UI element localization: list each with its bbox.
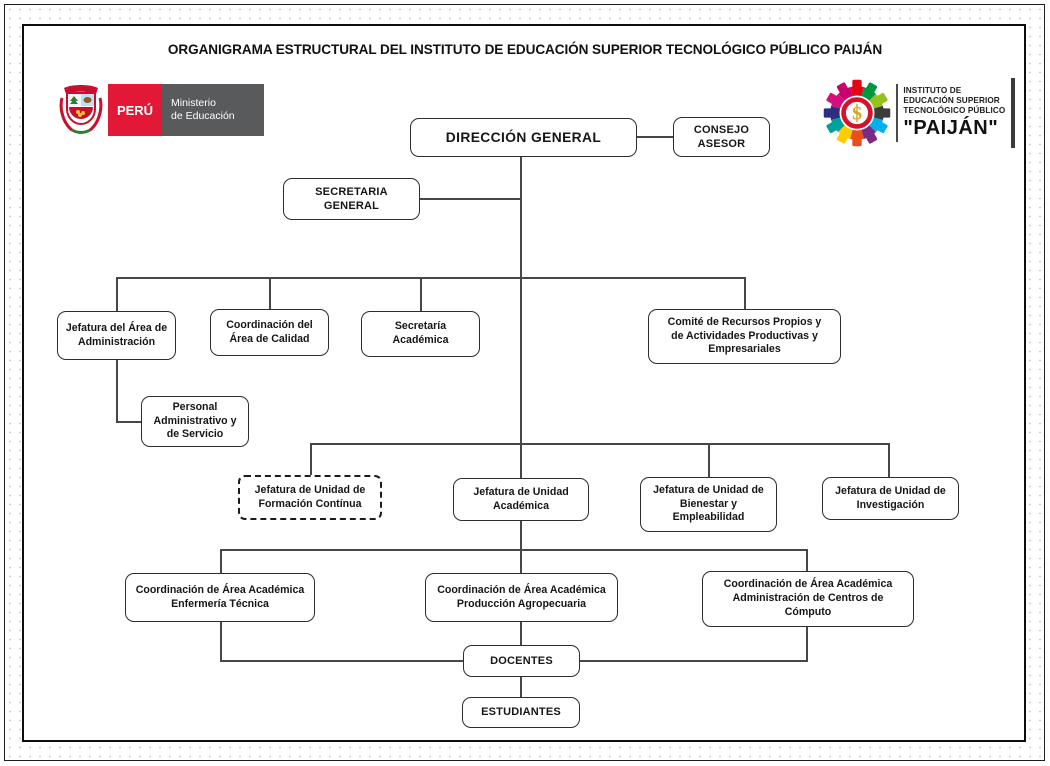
node-unidad-bienestar: Jefatura de Unidad de Bienestar y Emplea… bbox=[640, 477, 777, 532]
connector-enfermeria-docentes-horizontal bbox=[220, 660, 463, 662]
connector-trunk-lower bbox=[520, 621, 522, 646]
connector-personal-horizontal bbox=[116, 421, 142, 423]
minedu-logo: PERÚ Ministerio de Educación bbox=[58, 84, 264, 136]
node-unidad-investigacion: Jefatura de Unidad de Investigación bbox=[822, 477, 959, 520]
connector-drop-bienestar bbox=[708, 443, 710, 477]
node-area-agropecuaria: Coordinación de Área Académica Producció… bbox=[425, 573, 618, 622]
node-personal-administrativo: Personal Administrativo y de Servicio bbox=[141, 396, 249, 447]
institute-name-line3: TECNOLÓGICO PÚBLICO bbox=[903, 106, 1006, 115]
connector-drop-comite bbox=[744, 277, 746, 310]
connector-drop-enfermeria bbox=[220, 549, 222, 574]
node-direccion-general: DIRECCIÓN GENERAL bbox=[410, 118, 637, 157]
connector-computo-docentes-vertical bbox=[806, 626, 808, 662]
node-jefatura-administracion: Jefatura del Área de Administración bbox=[57, 311, 176, 360]
connector-drop-computo bbox=[806, 549, 808, 572]
connector-drop-calidad bbox=[269, 277, 271, 310]
institute-logo: S INSTITUTO DE EDUCACIÓN SUPERIOR TECNOL… bbox=[822, 78, 1015, 148]
connector-secretaria-general bbox=[420, 198, 521, 200]
node-area-computo: Coordinación de Área Académica Administr… bbox=[702, 571, 914, 627]
connector-personal-vertical bbox=[116, 359, 118, 422]
node-area-enfermeria: Coordinación de Área Académica Enfermerí… bbox=[125, 573, 315, 622]
node-unidad-formacion-continua: Jefatura de Unidad de Formación Contínua bbox=[238, 475, 382, 520]
logo-end-bar bbox=[1011, 78, 1015, 148]
institute-name-line2: EDUCACIÓN SUPERIOR bbox=[903, 96, 1000, 105]
connector-enfermeria-docentes-vertical bbox=[220, 621, 222, 662]
institute-name-line1: INSTITUTO DE bbox=[903, 86, 962, 95]
node-consejo-asesor: CONSEJO ASESOR bbox=[673, 117, 770, 157]
connector-row3-bus bbox=[310, 443, 890, 445]
connector-consejo bbox=[637, 136, 673, 138]
node-unidad-academica: Jefatura de Unidad Académica bbox=[453, 478, 589, 521]
node-secretaria-general: SECRETARIA GENERAL bbox=[283, 178, 420, 220]
connector-drop-administracion bbox=[116, 277, 118, 312]
connector-docentes-estudiantes bbox=[520, 676, 522, 698]
connector-computo-docentes-horizontal bbox=[580, 660, 808, 662]
connector-drop-secretaria-academica bbox=[420, 277, 422, 312]
node-comite-recursos: Comité de Recursos Propios y de Activida… bbox=[648, 309, 841, 364]
node-coordinacion-calidad: Coordinación del Área de Calidad bbox=[210, 309, 329, 356]
node-estudiantes: ESTUDIANTES bbox=[462, 697, 580, 728]
connector-trunk-upper bbox=[520, 157, 522, 478]
page-title: ORGANIGRAMA ESTRUCTURAL DEL INSTITUTO DE… bbox=[167, 42, 883, 57]
connector-row2-bus bbox=[116, 277, 745, 279]
logo-divider bbox=[896, 84, 899, 142]
node-docentes: DOCENTES bbox=[463, 645, 580, 677]
connector-trunk-mid bbox=[520, 520, 522, 574]
ministry-name-block: Ministerio de Educación bbox=[162, 84, 264, 136]
connector-drop-investigacion bbox=[888, 443, 890, 478]
node-secretaria-academica: Secretaría Académica bbox=[361, 311, 480, 357]
peru-flag-block: PERÚ bbox=[108, 84, 162, 136]
peru-coat-of-arms-icon bbox=[59, 85, 103, 134]
institute-gear-icon: S bbox=[822, 78, 892, 148]
connector-drop-formacion-continua bbox=[310, 443, 312, 476]
connector-row4-bus bbox=[220, 549, 808, 551]
institute-short-name: "PAIJÁN" bbox=[903, 117, 999, 139]
